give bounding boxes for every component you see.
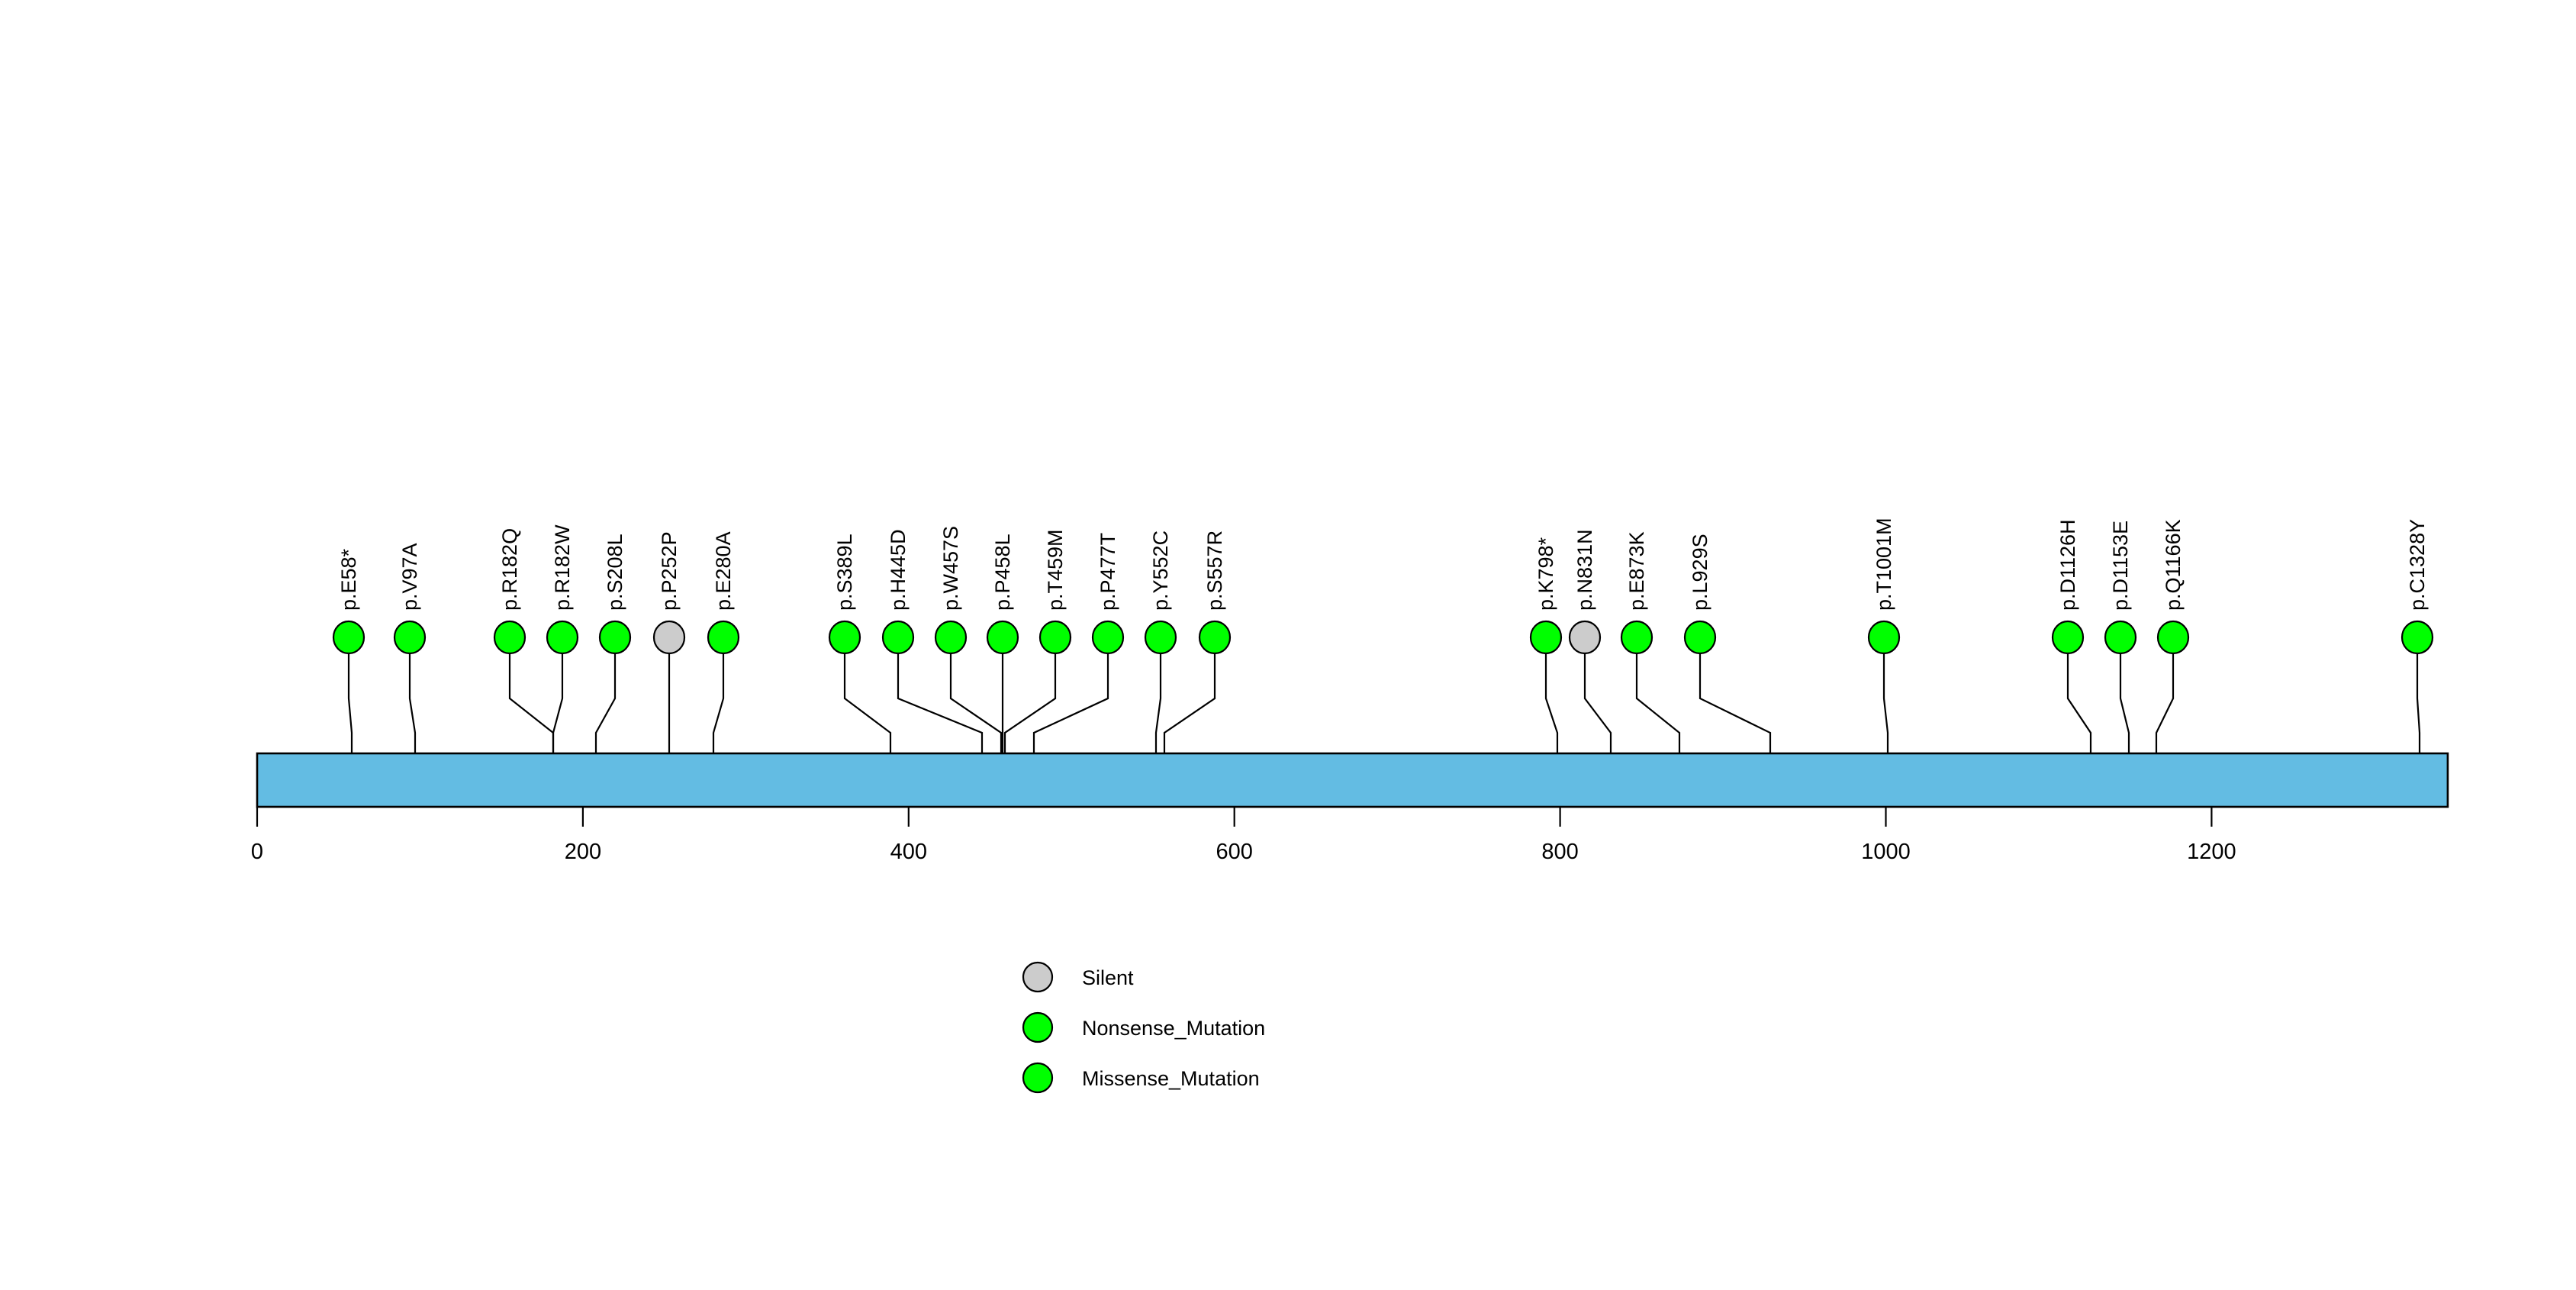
mutation-label: p.Y552C <box>1149 531 1172 611</box>
lollipop-marker[interactable] <box>1529 620 1563 655</box>
mutation-label: p.S557R <box>1203 531 1226 611</box>
lollipop-marker[interactable] <box>1683 620 1717 655</box>
lollipops-layer <box>332 620 2434 655</box>
mutation-label: p.D1153E <box>2109 521 2132 611</box>
mutation-label: p.R182W <box>551 524 574 611</box>
legend-swatch[interactable] <box>1022 961 1054 993</box>
lollipop-marker[interactable] <box>2051 620 2085 655</box>
axis-tick-label: 600 <box>1216 840 1253 864</box>
lollipop-marker[interactable] <box>393 620 427 655</box>
lollipop-marker[interactable] <box>2104 620 2137 655</box>
mutation-label: p.Q1166K <box>2162 519 2185 611</box>
protein-domain-bar <box>256 752 2449 808</box>
axis-tick-label: 1200 <box>2187 840 2236 864</box>
mutation-label: p.L929S <box>1689 534 1711 611</box>
lollipop-marker[interactable] <box>881 620 915 655</box>
legend-label: Missense_Mutation <box>1082 1067 1260 1090</box>
legend-swatch[interactable] <box>1022 1011 1054 1043</box>
mutation-label: p.P252P <box>658 531 681 611</box>
lollipop-marker[interactable] <box>1568 620 1602 655</box>
lollipop-marker[interactable] <box>493 620 526 655</box>
lollipop-marker[interactable] <box>1867 620 1901 655</box>
axis-tick-label: 200 <box>565 840 601 864</box>
mutation-label: p.W457S <box>939 526 962 611</box>
lollipop-marker[interactable] <box>2401 620 2434 655</box>
mutation-label: p.S389L <box>833 534 856 611</box>
legend-swatch[interactable] <box>1022 1062 1054 1094</box>
mutation-label: p.K798* <box>1534 537 1557 611</box>
legend-label: Nonsense_Mutation <box>1082 1017 1265 1040</box>
mutation-labels-layer: p.E58* p.V97A p.R182Q p.R182W p.S208L p.P252P… <box>337 518 2429 611</box>
lollipop-marker[interactable] <box>1198 620 1232 655</box>
lollipop-marker[interactable] <box>986 620 1019 655</box>
lollipop-marker[interactable] <box>1144 620 1177 655</box>
lollipop-marker[interactable] <box>598 620 632 655</box>
mutation-label: p.N831N <box>1573 529 1596 611</box>
mutation-label: p.E873K <box>1625 531 1648 611</box>
mutation-label: p.E58* <box>337 548 360 611</box>
mutation-label: p.V97A <box>398 543 421 611</box>
protein-bar-layer <box>256 752 2449 808</box>
axis-tick-label: 800 <box>1541 840 1578 864</box>
axis-tick-label: 400 <box>890 840 927 864</box>
axis-layer: 0 200 400 600 800 1000 1200 <box>251 807 2236 864</box>
mutation-label: p.P477T <box>1096 533 1119 611</box>
mutation-label: p.S208L <box>604 534 626 611</box>
axis-tick-label: 1000 <box>1861 840 1911 864</box>
lollipop-marker[interactable] <box>1038 620 1072 655</box>
mutation-label: p.T459M <box>1044 529 1067 611</box>
legend-label: Silent <box>1082 966 1134 989</box>
lollipop-marker[interactable] <box>1620 620 1653 655</box>
lollipop-marker[interactable] <box>2156 620 2190 655</box>
lollipop-marker[interactable] <box>1091 620 1125 655</box>
lollipop-marker[interactable] <box>332 620 365 655</box>
mutation-label: p.D1126H <box>2056 519 2079 611</box>
mutation-label: p.T1001M <box>1872 518 1895 611</box>
mutation-label: p.H445D <box>887 529 910 611</box>
mutation-label: p.E280A <box>712 531 735 611</box>
mutation-label: p.C1328Y <box>2406 519 2429 611</box>
lollipop-marker[interactable] <box>652 620 686 655</box>
lollipop-marker[interactable] <box>707 620 740 655</box>
axis-tick-label: 0 <box>251 840 263 864</box>
lollipop-marker[interactable] <box>934 620 968 655</box>
lollipop-marker[interactable] <box>828 620 861 655</box>
mutation-label: p.R182Q <box>498 528 521 611</box>
lollipop-marker[interactable] <box>546 620 579 655</box>
mutation-label: p.P458L <box>991 534 1014 611</box>
